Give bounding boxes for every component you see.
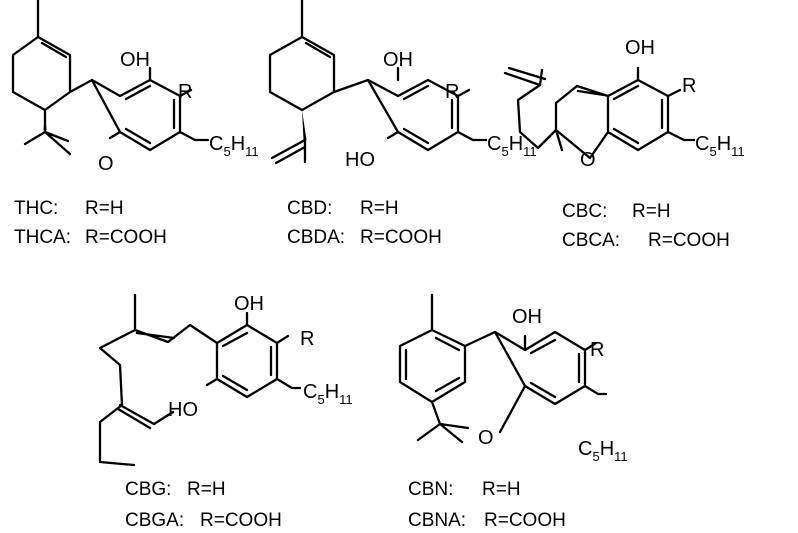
thca-caption: THCA:R=COOH	[14, 227, 167, 248]
cbn-caption: CBN:R=H	[408, 479, 521, 500]
cbna-caption: CBNA:R=COOH	[408, 510, 566, 531]
cbd-caption: CBD:R=H	[287, 198, 399, 219]
cbg-pentyl-label: C5H11	[303, 381, 353, 407]
cbg-bonds	[98, 293, 302, 467]
cbc-hydroxyl-label: OH	[625, 37, 655, 59]
cbc-caption: CBC:R=H	[562, 201, 671, 222]
cbc-r-group-label: R	[682, 75, 696, 97]
cbg-r-group-label: R	[300, 328, 314, 350]
cbn-pentyl-label: C5H11	[578, 438, 628, 464]
thc-r-group-label: R	[178, 81, 192, 103]
cbg-hydroxyl-2-label: HO	[168, 399, 198, 421]
thc-pentyl-label: C5H11	[209, 133, 259, 159]
cbd-hashed-stereo-bond	[302, 110, 307, 140]
thc-bonds	[11, 0, 210, 156]
cbn-hydroxyl-label: OH	[512, 306, 542, 328]
thc-caption: THC:R=H	[14, 198, 124, 219]
cbd-pentyl-label: C5H11	[487, 133, 537, 159]
cbd-hydroxyl-2-label: HO	[345, 149, 375, 171]
cbn-bonds	[398, 293, 608, 444]
thc-ring-oxygen-label: O	[98, 153, 114, 175]
cbn-structure: OH R O C5H11	[398, 293, 628, 464]
cbda-caption: CBDA:R=COOH	[287, 227, 442, 248]
cbd-hydroxyl-label: OH	[383, 49, 413, 71]
cbg-structure: OH HO R C5H11	[98, 293, 353, 467]
cbn-ring-oxygen-label: O	[478, 427, 494, 449]
cbd-r-group-label: R	[445, 81, 459, 103]
cbc-pentyl-label: C5H11	[695, 133, 745, 159]
cbga-caption: CBGA:R=COOH	[125, 510, 282, 531]
cbd-structure: OH HO R C5H11	[268, 0, 537, 171]
cbc-bonds	[503, 66, 696, 160]
thc-hashed-stereo-bond	[43, 110, 47, 130]
cbc-structure: OH R O C5H11	[503, 37, 745, 171]
cbc-ring-oxygen-label: O	[580, 149, 596, 171]
thc-hydroxyl-label: OH	[120, 49, 150, 71]
cbn-r-group-label: R	[590, 339, 604, 361]
thc-structure: OH R O C5H11	[11, 0, 259, 175]
cbg-caption: CBG:R=H	[125, 479, 226, 500]
cbg-hydroxyl-label: OH	[234, 293, 264, 315]
cbca-caption: CBCA:R=COOH	[562, 230, 730, 251]
